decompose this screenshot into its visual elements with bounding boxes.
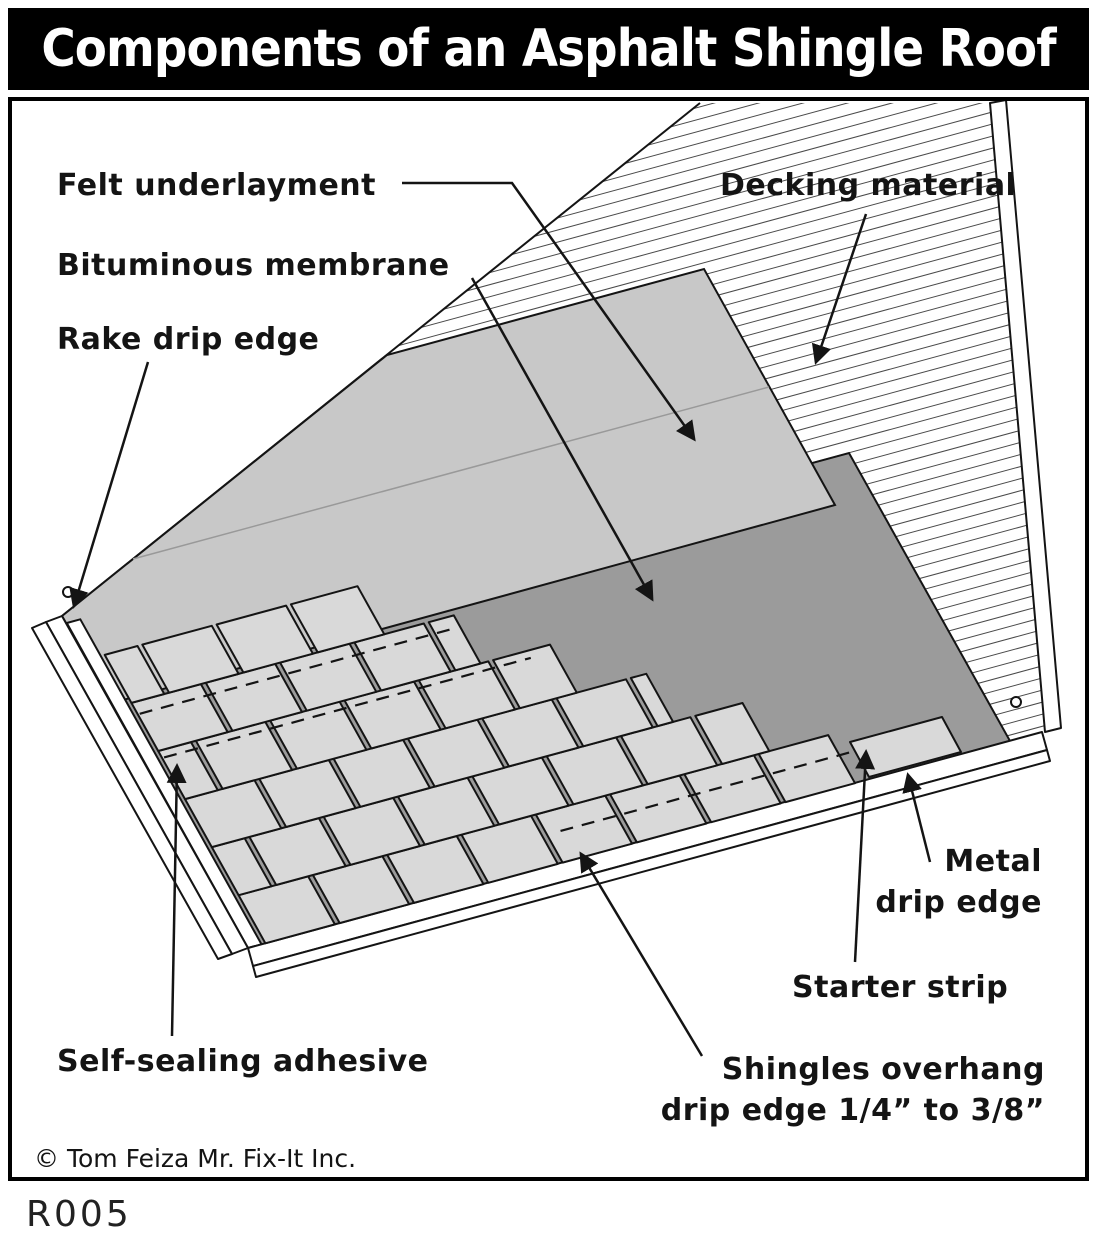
shingle-tab xyxy=(620,716,719,786)
shingle-tab xyxy=(215,604,314,674)
shingle-tab xyxy=(427,614,482,672)
shingle-tab xyxy=(757,734,856,804)
title-bar: Components of an Asphalt Shingle Roof xyxy=(8,8,1089,90)
label-bituminous-membrane: Bituminous membrane xyxy=(57,248,450,283)
bituminous-membrane-arrow xyxy=(470,277,654,602)
shingle-tab xyxy=(353,622,452,692)
label-rake-drip-edge: Rake drip edge xyxy=(57,322,320,357)
shingle-field xyxy=(103,585,856,945)
shingle-tab xyxy=(555,678,654,748)
label-metal-drip-edge-line1: Metal xyxy=(944,844,1042,879)
adhesive-dashed-line xyxy=(163,656,532,759)
shingle-tab xyxy=(141,624,240,694)
shingle-tab xyxy=(694,702,771,765)
shingles-overhang-arrow xyxy=(579,851,704,1057)
felt-underlayment-arrow xyxy=(402,181,696,442)
self-sealing-adhesive-arrow xyxy=(166,763,187,1037)
label-felt-underlayment: Felt underlayment xyxy=(57,168,376,203)
shingle-tab xyxy=(417,660,516,730)
label-shingles-overhang-line2: drip edge 1/4” to 3/8” xyxy=(660,1092,1045,1128)
nail-right xyxy=(1010,696,1022,708)
shingle-tab xyxy=(492,643,578,710)
label-shingles-overhang-line1: Shingles overhang xyxy=(721,1052,1045,1087)
metal-drip-edge-arrow xyxy=(902,772,932,863)
nail-left xyxy=(62,586,74,598)
shingle-tab xyxy=(103,645,166,704)
label-shingles-overhang: Shingles overhang drip edge 1/4” to 3/8” xyxy=(620,1050,1045,1131)
self-sealing-adhesive-lines xyxy=(139,626,859,833)
label-starter-strip: Starter strip xyxy=(792,970,1009,1005)
label-metal-drip-edge: Metal drip edge xyxy=(860,842,1042,923)
adhesive-dashed-line xyxy=(139,626,457,715)
copyright-text: © Tom Feiza Mr. Fix-It Inc. xyxy=(34,1144,357,1173)
adhesive-dashed-line xyxy=(560,749,859,833)
label-self-sealing-adhesive: Self-sealing adhesive xyxy=(57,1044,429,1079)
figure-code: R005 xyxy=(26,1194,132,1235)
label-metal-drip-edge-line2: drip edge xyxy=(875,884,1042,920)
felt-course-line xyxy=(132,386,770,560)
rake-fascia-strip xyxy=(31,621,233,960)
shingle-tab xyxy=(629,672,675,728)
starter-strip-arrow xyxy=(853,749,876,963)
shingle-tab xyxy=(289,585,386,654)
deck-right-edge xyxy=(989,99,1062,733)
label-decking-material: Decking material xyxy=(720,168,1017,203)
decking-material-arrow xyxy=(811,213,868,365)
eave-fascia-strip xyxy=(252,749,1051,978)
diagram-title: Components of an Asphalt Shingle Roof xyxy=(41,19,1056,79)
rake-drip-edge-arrow xyxy=(69,361,150,609)
